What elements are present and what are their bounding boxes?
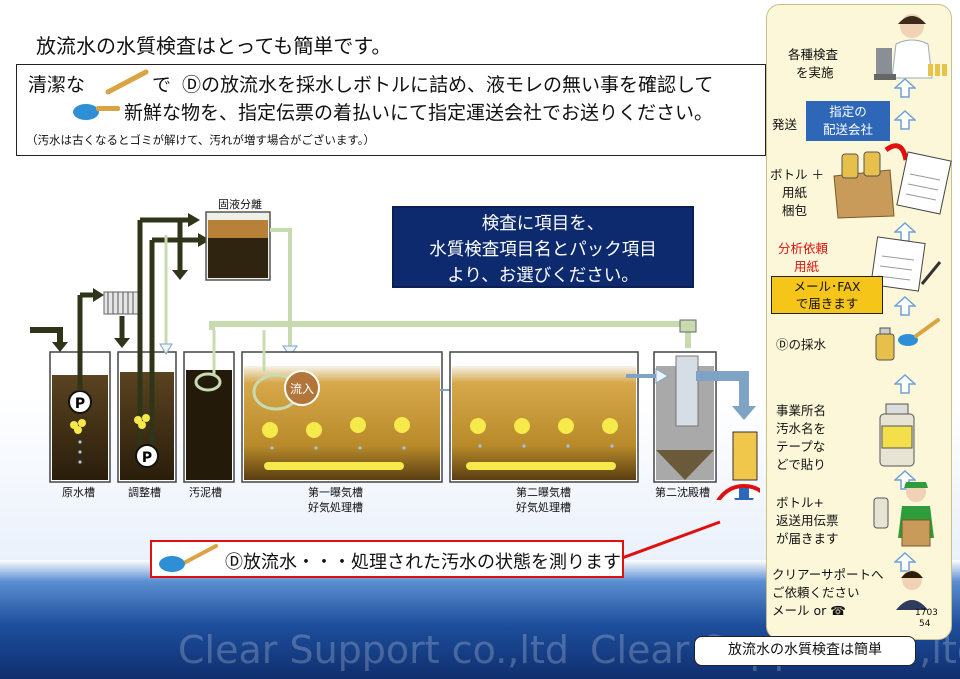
watermark-left: Clear Support co.,ltd <box>178 628 569 672</box>
first-aeration-tank: 流入 <box>241 330 443 483</box>
instruction-note: （汚水は古くなるとゴミが解けて、汚れが増す場合がございます。） <box>26 133 376 147</box>
tank-label-settling: 第二沈殿槽 <box>655 486 710 499</box>
side-step8-line2: ご依頼ください <box>772 585 860 600</box>
instruction-line1-c: Ⓓの放流水を採水しボトルに詰め、液モレの無い事を確認して <box>182 74 714 96</box>
sludge-tank <box>159 235 235 483</box>
side-step6-line3: テープな <box>776 439 826 454</box>
email-fax-box-line2: で届きます <box>795 296 859 311</box>
operator-icon <box>896 570 928 610</box>
side-step5: Ⓓの採水 <box>776 337 827 352</box>
selection-note-line3: より、お選びください。 <box>447 266 639 286</box>
labeled-bottle-icon <box>879 403 915 467</box>
side-step3-line2: 用紙 <box>782 185 808 200</box>
tank-label-sludge: 汚泥槽 <box>189 486 222 499</box>
second-aeration-tank <box>449 351 639 483</box>
carrier-box: 指定の 配送会社 <box>806 101 890 141</box>
side-step6-line4: どで貼り <box>776 457 826 472</box>
air-header-pipe <box>209 319 697 348</box>
side-step3-line3: 梱包 <box>782 203 808 218</box>
instruction-line2: 新鮮な物を、指定伝票の着払いにて指定運送会社でお送りください。 <box>124 102 714 124</box>
side-step2-label: 発送 <box>772 117 798 132</box>
inflow-label: 流入 <box>290 382 314 396</box>
sampling-dipper-icon <box>73 104 120 120</box>
solid-separation-label: 固液分離 <box>218 198 262 211</box>
email-fax-box: メール･FAX で届きます <box>771 276 883 314</box>
up-arrow-icon <box>894 296 916 316</box>
delivery-person-icon <box>873 482 934 547</box>
solid-liquid-separator <box>205 211 298 357</box>
lab-technician-icon <box>874 14 947 80</box>
selection-note-line1: 検査に項目を、 <box>481 214 605 234</box>
tank-label-adjustment: 調整槽 <box>128 486 161 499</box>
up-arrow-icon <box>894 110 916 130</box>
packaging-icon <box>833 143 952 219</box>
footer-label: 放流水の水質検査は簡単 <box>694 636 916 666</box>
side-step1-line2: を実施 <box>796 65 834 80</box>
side-step8-line1: クリアーサポートへ <box>772 567 884 582</box>
side-step1-line1: 各種検査 <box>788 47 839 62</box>
sampling-point-marker <box>716 484 760 500</box>
pump-label-2: P <box>142 450 152 466</box>
page-code-line1: 1703 <box>915 608 938 618</box>
settling-tank <box>626 351 758 483</box>
up-arrow-icon <box>894 78 916 98</box>
instruction-line1-b: で <box>152 74 172 96</box>
treatment-diagram: P P <box>30 211 760 500</box>
inflow-arrow <box>30 327 68 352</box>
carrier-box-line1: 指定の <box>829 104 867 119</box>
side-step8-line3: メール or ☎ <box>772 603 846 618</box>
up-arrow-icon <box>894 374 916 394</box>
dipper-stick-icon <box>105 69 149 95</box>
callout-box <box>150 540 624 578</box>
side-step7-line2: 返送用伝票 <box>776 513 839 528</box>
page-code-line2: 54 <box>919 619 931 629</box>
raw-water-tank: P <box>49 288 111 483</box>
side-step4-line1: 分析依頼 <box>778 241 829 256</box>
page-title: 放流水の水質検査はとっても簡単です。 <box>36 34 392 58</box>
tank-label-aeration2: 第二曝気槽 <box>516 486 571 499</box>
tank-label-raw: 原水槽 <box>62 486 95 499</box>
side-step6-line1: 事業所名 <box>776 403 827 418</box>
up-arrow-icon <box>894 552 916 572</box>
tank-label-aeration2-sub: 好気処理槽 <box>516 501 571 514</box>
callout-dipper-icon <box>159 544 218 572</box>
carrier-box-line2: 配送会社 <box>822 122 873 137</box>
page-code: 1703 54 <box>915 608 938 630</box>
callout-text: Ⓓ放流水・・・処理された汚水の状態を測ります <box>225 552 621 573</box>
side-step3-line1: ボトル ＋ <box>770 167 824 182</box>
instruction-box <box>16 64 766 156</box>
side-step7-line1: ボトル+ <box>776 495 824 510</box>
side-step6-line2: 汚水名を <box>776 421 827 436</box>
selection-note-line2: 水質検査項目名とパック項目 <box>429 240 657 260</box>
tank-label-aeration1: 第一曝気槽 <box>308 486 363 499</box>
callout-connector <box>621 520 721 560</box>
request-form-icon <box>870 236 942 292</box>
up-arrow-icon <box>894 470 916 490</box>
pump-label: P <box>75 396 85 412</box>
email-fax-box-line1: メール･FAX <box>793 279 861 294</box>
instruction-line1-a: 清潔な <box>28 74 86 96</box>
adjustment-tank: P <box>117 213 210 483</box>
selection-note: 検査に項目を、 水質検査項目名とパック項目 より、お選びください。 <box>392 206 694 288</box>
screen-filter <box>103 291 141 348</box>
bottle-dipper-icon <box>875 318 940 361</box>
tank-label-aeration1-sub: 好気処理槽 <box>308 501 363 514</box>
side-step7-line3: が届きます <box>776 531 839 546</box>
side-step4-line2: 用紙 <box>794 259 820 274</box>
